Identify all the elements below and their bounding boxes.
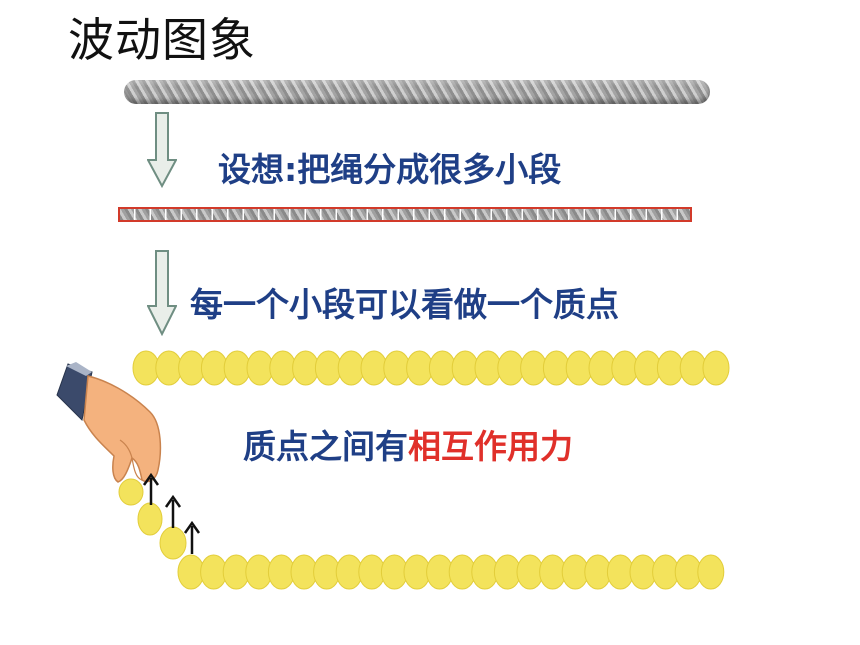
up-arrow-icon (183, 520, 201, 554)
caption-divide-rope: 设想:把绳分成很多小段 (218, 150, 562, 189)
caption-segment-as-particle: 每一个小段可以看做一个质点 (190, 285, 619, 324)
particle-bead (159, 526, 187, 560)
particle-bead (383, 350, 411, 386)
particle-bead (269, 350, 297, 386)
particle-bead (118, 478, 144, 506)
particle-bead (611, 350, 639, 386)
particle-bead (451, 350, 479, 386)
particle-bead (360, 350, 388, 386)
particle-bead (542, 350, 570, 386)
up-arrow-icon (164, 494, 182, 528)
caption-interaction-highlight: 相互作用力 (408, 427, 573, 466)
down-arrow-icon (147, 112, 177, 188)
up-arrow-icon (142, 472, 160, 505)
rope-image (124, 80, 710, 104)
particle-bead (656, 350, 684, 386)
particle-bead (132, 350, 160, 386)
caption-interaction-force: 质点之间有相互作用力 (243, 420, 573, 468)
particle-bead (337, 350, 365, 386)
particle-bead (497, 350, 525, 386)
particle-bead (584, 554, 612, 590)
particle-bead (474, 350, 502, 386)
particle-row-lifted (118, 478, 187, 560)
particle-bead (155, 350, 183, 386)
particle-bead (223, 350, 251, 386)
particle-bead (292, 350, 320, 386)
particle-bead (697, 554, 725, 590)
particle-row-bottom (177, 554, 725, 590)
particle-bead (520, 350, 548, 386)
particle-bead (406, 350, 434, 386)
particle-bead (428, 350, 456, 386)
down-arrow-icon (147, 250, 177, 336)
page-title: 波动图象 (68, 13, 256, 67)
particle-row-top (132, 350, 730, 386)
particle-bead (588, 350, 616, 386)
caption-interaction-prefix: 质点之间有 (243, 427, 408, 466)
particle-bead (679, 350, 707, 386)
particle-bead (702, 350, 730, 386)
particle-bead (634, 350, 662, 386)
particle-bead (178, 350, 206, 386)
particle-bead (652, 554, 680, 590)
particle-bead (565, 350, 593, 386)
particle-bead (539, 554, 567, 590)
segmented-rope-image (118, 207, 692, 222)
hand-icon (56, 362, 162, 483)
particle-bead (200, 350, 228, 386)
particle-bead (137, 502, 163, 536)
particle-bead (314, 350, 342, 386)
particle-bead (246, 350, 274, 386)
